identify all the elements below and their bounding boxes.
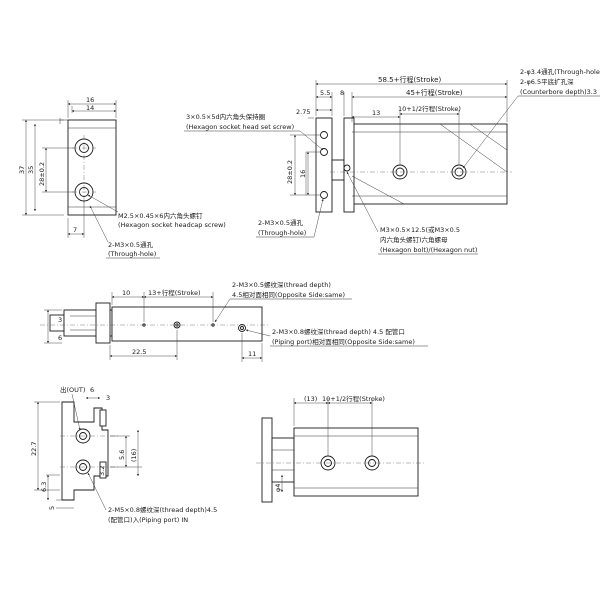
top-view-dim-8: 8 (340, 89, 344, 97)
port-view-note-in-1: 2-M5×0.8螺纹深(thread depth)4.5 (108, 505, 217, 514)
bottom-view-dim-13: (13) (304, 395, 317, 403)
end-view-body (67, 119, 117, 216)
top-view-dim-total: 58.5+行程(Stroke) (378, 75, 441, 84)
top-view-note-bolt-cn: 内六角头螺钉)六角螺母 (380, 235, 448, 244)
side-view-dim-10: 10 (122, 289, 130, 297)
side-view: 10 13+行程(Stroke) 6 3 22.5 11 2-M3×0.5螺纹深… (40, 280, 428, 362)
port-view-body (61, 401, 109, 501)
top-view-note-cb-2: 2-φ6.5平底扩孔深 (520, 77, 574, 86)
top-view-note-set-screw: 3×0.5×5d内六角头保持圈 (186, 112, 265, 121)
top-view-dim-28: 28±0.2 (286, 160, 294, 184)
port-view-dim-6-3: 6.3 (40, 482, 48, 492)
end-view-dim-37: 37 (18, 166, 26, 174)
end-view-note-m3-en: (Through-hole) (108, 250, 156, 258)
side-view-dim-13: 13+行程(Stroke) (148, 288, 201, 297)
port-view-dim-5: 5 (48, 506, 56, 510)
bottom-view-dim-half-stroke: 10+1/2行程(Stroke) (322, 394, 385, 403)
port-view-dim-6: 6 (90, 386, 94, 394)
bottom-view: (13) 10+1/2行程(Stroke) φ4 (256, 394, 424, 503)
port-view-dim-3: 3 (106, 394, 110, 402)
port-view-dim-3-2: 3.2 (98, 466, 106, 476)
end-view-dim-16: 16 (86, 96, 94, 104)
top-view-note-cb-1: 2-φ3.4通孔(Through-hole) (520, 67, 600, 76)
top-view-dim-45: 45+行程(Stroke) (406, 88, 463, 97)
side-view-note-piping-2: (Piping port)相对面相同(Opposite Side:same) (272, 337, 415, 346)
side-view-note-thread-2: 4.5相对面相同(Opposite Side:same) (232, 290, 345, 299)
top-view-dim-13: 13 (372, 109, 380, 117)
end-view-dim-7: 7 (73, 226, 77, 234)
side-view-dim-11: 11 (248, 350, 256, 358)
bottom-view-body (293, 427, 419, 497)
top-view-dim-16: 16 (299, 170, 307, 178)
top-view-note-bolt-en: (Hexagon bolt)/(Hexagon nut) (380, 246, 477, 254)
top-view-body (351, 123, 508, 205)
side-view-note-piping-1: 2-M3×0.8螺纹深(thread depth) 4.5 配管口 (272, 327, 405, 336)
port-view-note-in-2: (配管口)入(Piping port) IN (108, 515, 188, 524)
bottom-view-end-plate (261, 417, 273, 503)
end-view-dim-14: 14 (86, 104, 94, 112)
end-view-note-m25: M2.5×0.45×6内六角头螺钉 (118, 211, 203, 220)
top-view-note-m3-through-en: (Through-hole) (258, 229, 306, 237)
port-view-dim-5-6: 5.6 (118, 450, 126, 460)
bottom-view-dim-phi4: φ4 (274, 484, 282, 492)
port-view-dim-22-7: 22.7 (30, 442, 38, 456)
end-view-note-m25-en: (Hexagon socket headcap screw) (118, 221, 226, 229)
port-view-dim-16: (16) (130, 449, 138, 462)
side-view-body (111, 306, 263, 342)
top-view-end-plate (315, 117, 333, 213)
top-view-dim-5-5: 5.5 (320, 89, 330, 97)
port-view: 出(OUT) 6 3 22.7 5.6 (16) 3.2 6.3 5 2-M5×… (30, 385, 217, 524)
side-view-dim-3: 3 (58, 316, 62, 324)
end-view-dim-35: 35 (27, 166, 35, 174)
top-view-dim-half-stroke: 10+1/2行程(Stroke) (398, 104, 461, 113)
top-view-note-m3-through: 2-M3×0.5通孔 (258, 218, 304, 227)
side-view-note-thread-1: 2-M3×0.5螺纹深(thread depth) (232, 280, 331, 289)
top-view: 58.5+行程(Stroke) 5.5 8 45+行程(Stroke) 13 1… (184, 67, 600, 255)
end-view-note-m3: 2-M3×0.5通孔 (108, 240, 154, 249)
end-view: 16 14 37 35 28±0.2 7 M2.5×0.45×6内六角头螺钉 (… (18, 96, 226, 259)
side-view-dim-6: 6 (58, 334, 62, 342)
end-view-dim-28: 28±0.2 (38, 162, 46, 186)
top-view-note-set-screw-en: (Hexagon socket head set screw) (186, 123, 294, 131)
top-view-note-bolt: M3×0.5×12.5(或M3×0.5 (380, 225, 460, 234)
top-view-note-cb-3: (Counterbore depth)3.3 (520, 88, 597, 96)
side-view-dim-22-5: 22.5 (132, 348, 146, 356)
port-view-label-out: 出(OUT) (60, 385, 85, 394)
top-view-dim-2-75: 2.75 (296, 108, 310, 116)
